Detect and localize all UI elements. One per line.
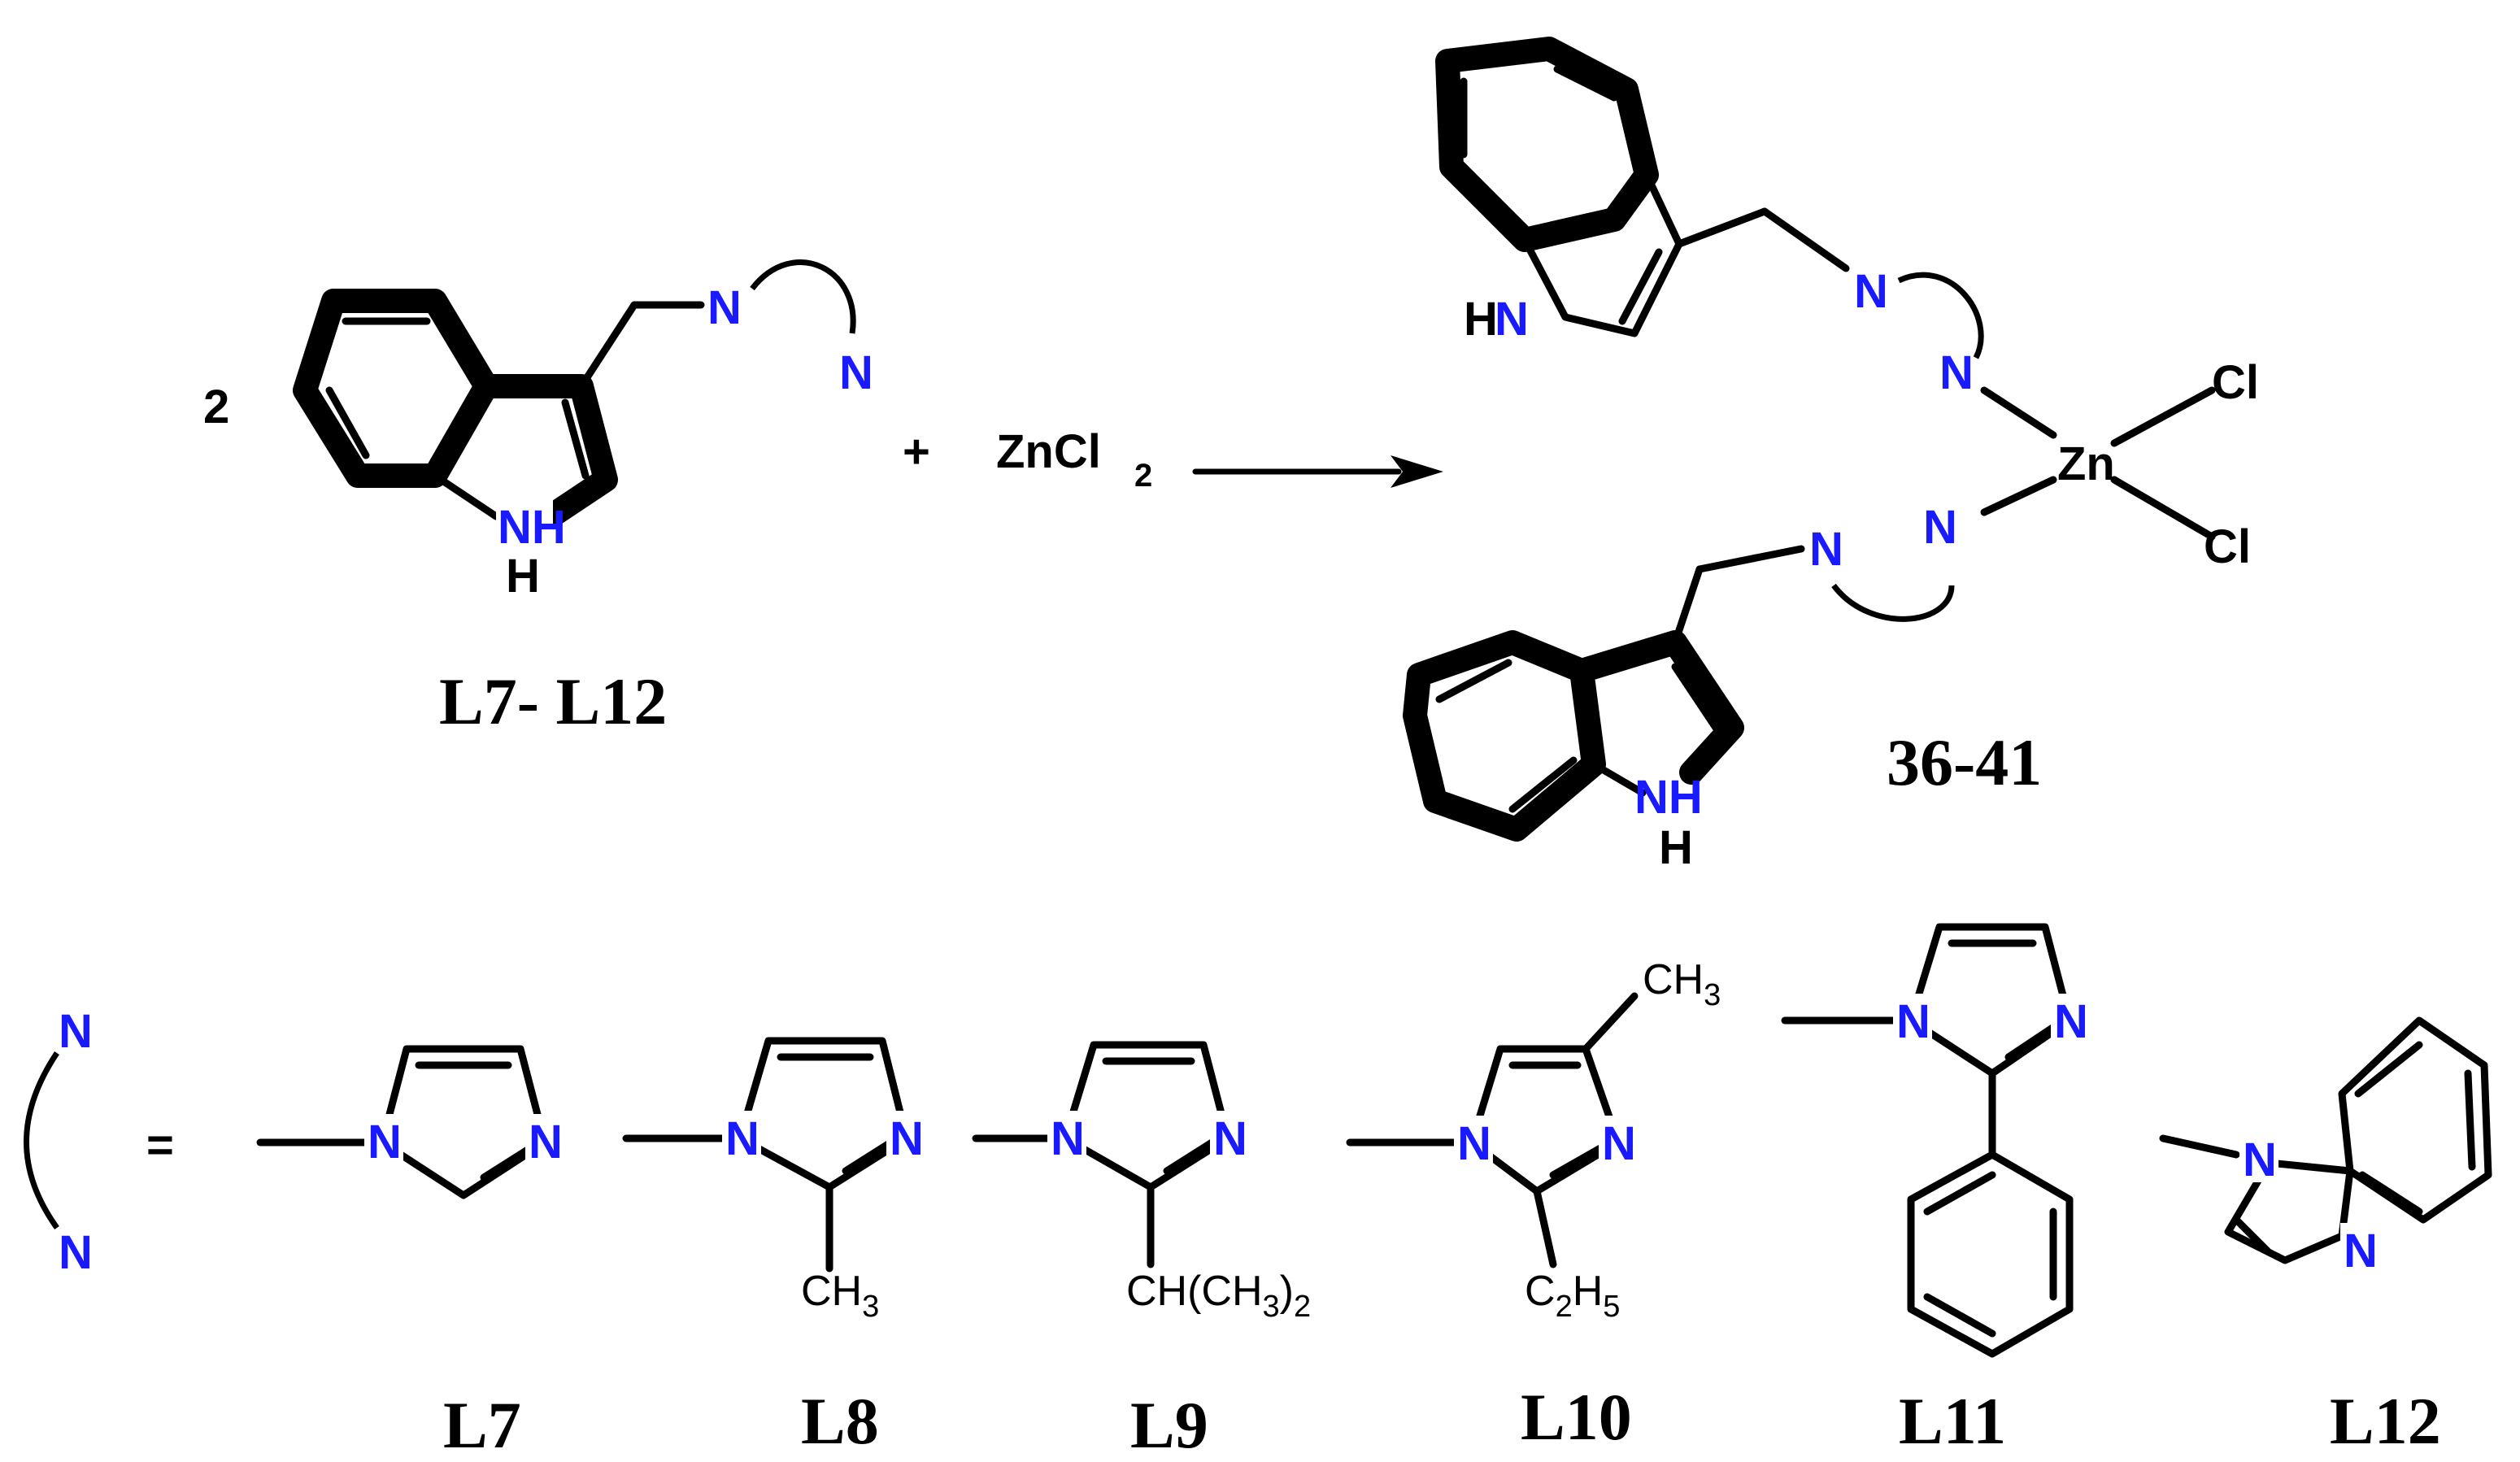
svg-text:N: N xyxy=(2054,995,2088,1048)
svg-text:N: N xyxy=(2243,1133,2277,1186)
reactant-label: L7- L12 xyxy=(439,664,667,738)
chloride-top: Cl xyxy=(2212,356,2259,409)
ligand-structure-l7: N N xyxy=(256,1045,564,1199)
ligand-label-l8: L8 xyxy=(801,1384,879,1458)
l8-methyl: CH3 xyxy=(801,1268,879,1324)
product-upper-n2-label: N xyxy=(1939,346,1974,399)
svg-text:N: N xyxy=(59,1005,93,1058)
product-lower-nh-label: NH xyxy=(1634,771,1703,824)
product-upper-pyrrole-ring xyxy=(1521,171,1683,337)
l9-isopropyl: CH(CH3)2 xyxy=(1126,1268,1311,1324)
product-label: 36-41 xyxy=(1887,725,2042,799)
plus-sign: + xyxy=(903,425,930,478)
product-upper-h-label: H xyxy=(1464,293,1498,346)
ligand-label-l11: L11 xyxy=(1899,1384,2006,1458)
ligand-label-l9: L9 xyxy=(1130,1388,1208,1462)
stoich-coefficient: 2 xyxy=(203,381,229,433)
ligand-structure-l8: N N CH3 xyxy=(622,1037,925,1324)
product-lower-chelate-arc xyxy=(1831,583,1955,622)
legend-chelate-symbol: N N = xyxy=(24,1005,174,1279)
ligand-structure-l9: N N CH(CH3)2 xyxy=(972,1041,1311,1324)
ligand-structure-l12: N N xyxy=(2159,1016,2492,1277)
svg-text:N: N xyxy=(59,1226,93,1279)
svg-text:N: N xyxy=(1213,1112,1247,1165)
product-upper-benzene-ring xyxy=(1435,37,1659,252)
reactant-n2-label: N xyxy=(839,346,873,399)
svg-text:2: 2 xyxy=(1134,458,1152,494)
svg-text:N: N xyxy=(890,1112,924,1165)
svg-text:N: N xyxy=(1457,1117,1491,1170)
reactant-h-label: H xyxy=(506,550,540,603)
l10-methyl: CH3 xyxy=(1643,956,1721,1012)
ligand-label-l10: L10 xyxy=(1521,1380,1632,1454)
ligand-label-l12: L12 xyxy=(2330,1384,2441,1458)
ligand-structure-l11: N N xyxy=(1781,923,2090,1358)
chloride-bottom: Cl xyxy=(2204,520,2251,573)
ligand-label-l7: L7 xyxy=(443,1388,521,1462)
zncl2-reagent: ZnCl 2 xyxy=(996,425,1152,494)
ligand-structure-l10: N N CH3 C2H5 xyxy=(1346,956,1721,1324)
product-lower-n2-label: N xyxy=(1923,501,1957,554)
svg-text:ZnCl: ZnCl xyxy=(996,425,1101,478)
svg-text:N: N xyxy=(368,1116,402,1168)
product-lower-benzene-ring xyxy=(1403,630,1606,842)
reactant-chelate-arc xyxy=(750,259,856,334)
reactant-pyrrole-ring xyxy=(474,374,618,533)
product-lower-n1-label: N xyxy=(1809,523,1843,576)
product-upper-n-label: N xyxy=(1495,293,1529,346)
reactant-indole-ligand: NH H N N xyxy=(293,259,873,603)
svg-text:N: N xyxy=(2344,1225,2378,1277)
svg-text:N: N xyxy=(1896,995,1930,1048)
svg-text:N: N xyxy=(1051,1112,1085,1165)
zinc-center: Zn xyxy=(2057,437,2115,490)
reactant-n1-label: N xyxy=(707,281,742,334)
reactant-nh-label: NH xyxy=(498,501,566,554)
product-zinc-complex: H N N N Zn Cl Cl N N NH H xyxy=(1403,37,2259,874)
svg-text:N: N xyxy=(725,1112,759,1165)
product-upper-chelate-arc xyxy=(1897,272,1984,359)
product-upper-n1-label: N xyxy=(1854,265,1888,318)
product-lower-pyrrole-ring xyxy=(1569,630,1744,785)
product-lower-h-label: H xyxy=(1659,821,1693,874)
legend-equals: = xyxy=(146,1119,174,1172)
reaction-arrow xyxy=(1192,455,1443,488)
svg-text:N: N xyxy=(529,1116,563,1168)
l10-ethyl: C2H5 xyxy=(1525,1268,1620,1324)
svg-text:N: N xyxy=(1602,1117,1636,1170)
